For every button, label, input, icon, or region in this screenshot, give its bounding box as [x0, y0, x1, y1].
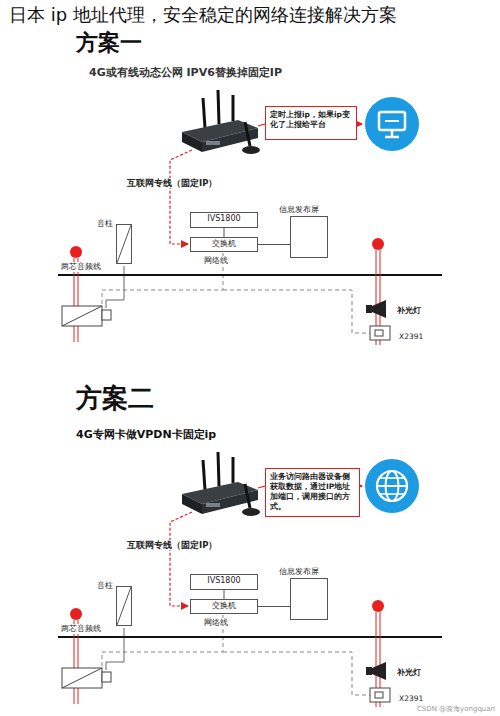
callout-text: 定时上报ip，如果ip变化了上报给平台	[270, 110, 352, 130]
box-hatch	[117, 587, 131, 625]
speaker-column: 音柱	[116, 586, 132, 626]
connector-line	[258, 606, 290, 607]
device-label: X2391	[398, 332, 424, 341]
wire-label: 网络线	[203, 618, 229, 628]
box-text: IVS1800	[194, 576, 254, 586]
device-label: X2391	[398, 694, 424, 703]
node-heading: 信息发布屏	[279, 567, 319, 577]
device-label: 补光灯	[396, 668, 422, 678]
device-label: 补光灯	[396, 306, 422, 316]
display-screen: 信息发布屏	[290, 216, 328, 258]
speaker-column: 音柱	[116, 224, 132, 264]
server-box: IVS1800	[190, 212, 258, 228]
monitor-icon	[365, 97, 419, 151]
connector-line	[224, 590, 225, 599]
scheme-heading: 方案一	[75, 30, 143, 56]
scheme-heading: 方案二	[75, 383, 155, 414]
connector-line	[224, 228, 225, 237]
display-screen: 信息发布屏	[290, 578, 328, 620]
switch-box: 交换机	[190, 599, 258, 614]
line-label: 互联网专线（固定IP）	[126, 178, 218, 188]
box-hatch	[291, 579, 327, 619]
switch-box: 交换机	[190, 237, 258, 252]
callout-box: 业务访问路由器设备侧获取数据，通过IP地址加端口，调用接口的方式。	[265, 468, 360, 517]
server-box: IVS1800	[190, 574, 258, 590]
box-text: 交换机	[194, 601, 254, 611]
page-title: 日本 ip 地址代理，安全稳定的网络连接解决方案	[8, 4, 398, 26]
node-heading: 信息发布屏	[279, 205, 319, 215]
box-hatch	[117, 225, 131, 263]
node-heading: 音柱	[97, 581, 113, 591]
globe-icon	[365, 459, 419, 513]
box-text: IVS1800	[194, 214, 254, 224]
watermark: CSDN @渡海yongquan	[416, 705, 496, 713]
wire-label: 两芯音频线	[60, 624, 102, 634]
scheme-subtitle: 4G或有线动态公网 IPV6替换掉固定IP	[88, 66, 283, 79]
box-hatch	[291, 217, 327, 257]
scheme-subtitle: 4G专网卡做VPDN卡固定ip	[75, 428, 217, 441]
connector-line	[258, 244, 290, 245]
node-heading: 音柱	[97, 219, 113, 229]
callout-text: 业务访问路由器设备侧获取数据，通过IP地址加端口，调用接口的方式。	[270, 472, 355, 513]
box-text: 交换机	[194, 239, 254, 249]
wire-label: 网络线	[203, 256, 229, 266]
line-label: 互联网专线（固定IP）	[126, 540, 218, 550]
wire-label: 两芯音频线	[60, 262, 102, 272]
callout-box: 定时上报ip，如果ip变化了上报给平台	[265, 106, 357, 140]
